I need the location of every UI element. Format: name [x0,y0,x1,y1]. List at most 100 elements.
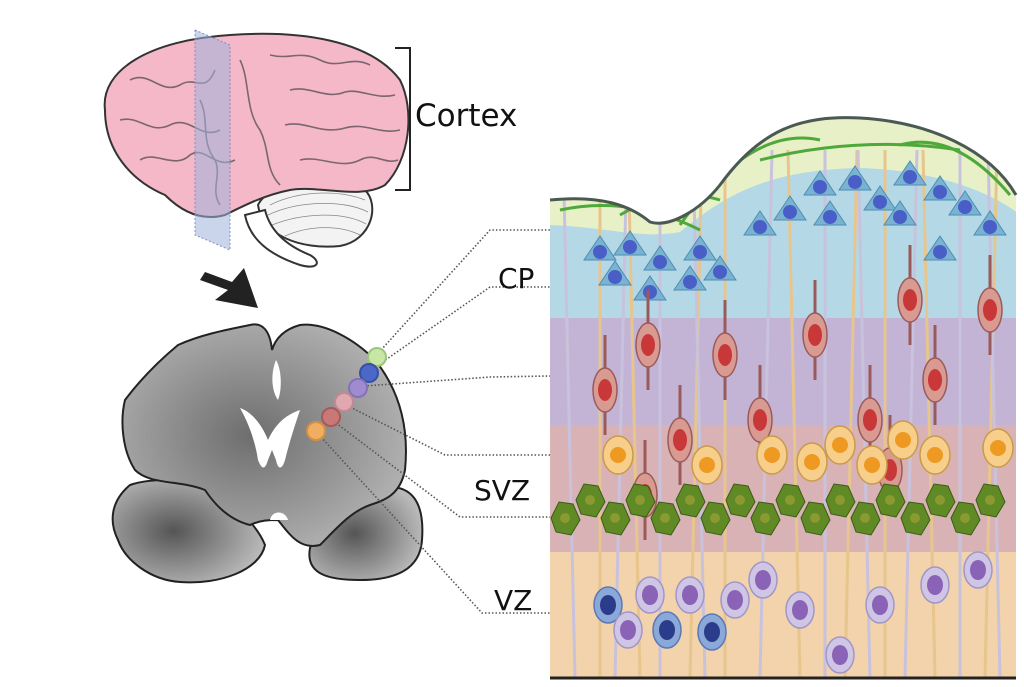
cp-neuron-nucleus [983,220,997,234]
cp-neuron-nucleus [958,200,972,214]
leader-line-cp [373,286,550,369]
cortex-label: Cortex [415,98,517,134]
cp-neuron-nucleus [873,195,887,209]
radial-glia-fiber [983,149,999,679]
radial-glia-nucleus [659,620,675,640]
cortical-layers-panel [550,117,1016,679]
layer-intermediate-zone [550,318,1016,425]
vz-label: VZ [494,584,532,617]
intermediate-progenitor-nucleus [810,513,820,523]
cortex-bracket [395,47,411,191]
migrating-neuron-nucleus [673,429,687,451]
migrating-neuron-nucleus [718,344,732,366]
intermediate-progenitor-nucleus [710,513,720,523]
cp-neuron-nucleus [653,255,667,269]
intermediate-progenitor-nucleus [785,495,795,505]
radial-glia-nucleus [704,622,720,642]
cp-neuron-nucleus [693,245,707,259]
cp-neuron-nucleus [643,285,657,299]
intermediate-progenitor-nucleus [835,495,845,505]
radial-glia-fiber [986,149,1002,679]
zone-leader-lines [320,229,551,614]
cp-neuron-nucleus [903,170,917,184]
multipolar-neuron-nucleus [804,454,820,470]
cp-label: CP [498,262,534,295]
intermediate-progenitor-nucleus [760,513,770,523]
intermediate-progenitor-nucleus [960,513,970,523]
intermediate-progenitor-nucleus [885,495,895,505]
radial-glia-fiber [786,149,802,679]
multipolar-neuron-nucleus [990,440,1006,456]
cp-neuron-nucleus [893,210,907,224]
coronal-section [111,323,424,584]
marker-vz [306,421,326,441]
radial-glia-nucleus [620,620,636,640]
marker-svz-outer [334,392,354,412]
cp-neuron-nucleus [783,205,797,219]
radial-glia-nucleus [642,585,658,605]
intermediate-progenitor-nucleus [685,495,695,505]
migrating-neuron-nucleus [928,369,942,391]
multipolar-neuron-nucleus [927,447,943,463]
migrating-neuron-nucleus [753,409,767,431]
migrating-neuron-nucleus [641,334,655,356]
zone-markers [306,347,387,441]
migrating-neuron-nucleus [863,409,877,431]
cp-neuron-nucleus [593,245,607,259]
radial-glia-fiber [843,149,859,679]
multipolar-neuron-nucleus [864,457,880,473]
radial-glia-nucleus [755,570,771,590]
intermediate-progenitor-nucleus [635,495,645,505]
radial-glia-nucleus [792,600,808,620]
cajal-retzius-process [759,142,961,162]
lateral-brain: Cortex [103,29,517,268]
intermediate-progenitor-nucleus [985,495,995,505]
leader-line-vz [320,436,550,614]
intermediate-progenitor-nucleus [585,495,595,505]
radial-glia-nucleus [682,585,698,605]
marker-svz-inner [321,407,341,427]
brainstem [243,208,318,268]
radial-glia-nucleus [600,595,616,615]
multipolar-neuron-nucleus [895,432,911,448]
cp-neuron-nucleus [848,175,862,189]
cp-neuron-nucleus [753,220,767,234]
intermediate-progenitor-nucleus [735,495,745,505]
intermediate-progenitor-nucleus [560,513,570,523]
coronal-plane [194,29,231,251]
intermediate-progenitor-nucleus [860,513,870,523]
leader-line-iz [363,375,551,387]
radial-glia-fiber [561,149,577,679]
arrow-icon [200,268,258,308]
cp-neuron-nucleus [608,270,622,284]
multipolar-neuron-nucleus [610,447,626,463]
intermediate-progenitor-nucleus [910,513,920,523]
migrating-neuron-nucleus [983,299,997,321]
leader-line-mz [380,229,550,351]
cp-neuron-nucleus [823,210,837,224]
svz-label: SVZ [474,474,530,507]
multipolar-neuron-nucleus [764,447,780,463]
leader-line-svz-outer [349,406,550,456]
migrating-neuron-nucleus [808,324,822,346]
cp-neuron-nucleus [623,240,637,254]
radial-glia-nucleus [727,590,743,610]
cp-neuron-nucleus [933,245,947,259]
marker-iz [348,378,368,398]
cp-neuron-nucleus [813,180,827,194]
radial-glia-nucleus [970,560,986,580]
radial-glia-nucleus [872,595,888,615]
cp-neuron-nucleus [933,185,947,199]
migrating-neuron-nucleus [598,379,612,401]
intermediate-progenitor-nucleus [610,513,620,523]
radial-glia-nucleus [927,575,943,595]
radial-glia-nucleus [832,645,848,665]
marker-cp [359,363,379,383]
radial-glia-fiber [903,149,919,679]
migrating-neuron-nucleus [903,289,917,311]
multipolar-neuron-nucleus [699,457,715,473]
intermediate-progenitor-nucleus [660,513,670,523]
cajal-retzius-process [899,140,1012,196]
cp-neuron-nucleus [683,275,697,289]
